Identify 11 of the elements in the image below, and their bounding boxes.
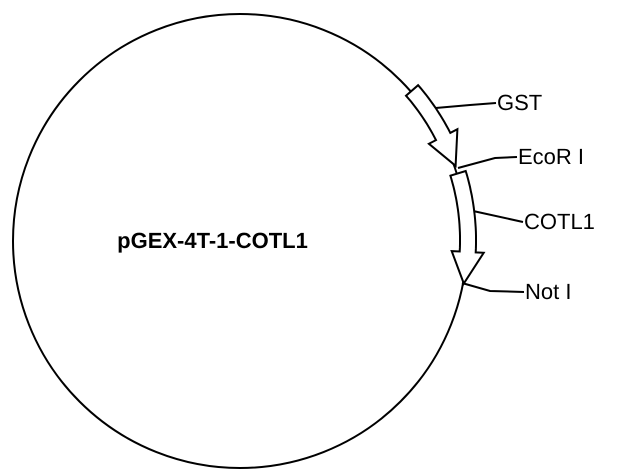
leader-line <box>474 210 524 223</box>
feature-label: GST <box>497 90 542 116</box>
plasmid-name: pGEX-4T-1-COTL1 <box>117 228 308 254</box>
feature-label: EcoR I <box>518 144 584 170</box>
leader-line <box>436 102 496 110</box>
gene-arrow <box>404 84 458 168</box>
leader-line <box>462 282 524 293</box>
leader-line <box>458 156 518 169</box>
feature-label: COTL1 <box>524 209 595 235</box>
gene-arrow <box>449 170 486 286</box>
feature-label: Not I <box>525 279 572 305</box>
